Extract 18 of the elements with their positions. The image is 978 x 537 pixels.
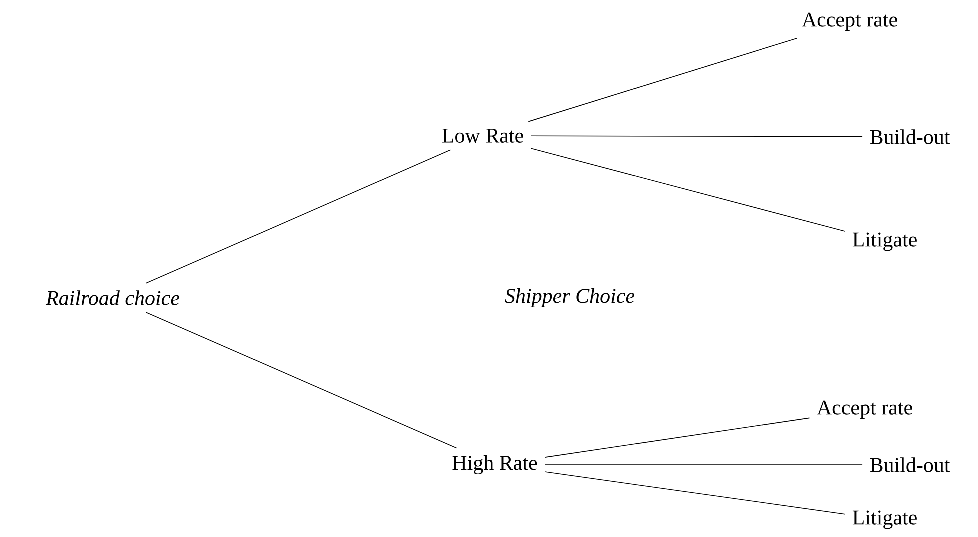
node-label: Build-out <box>870 130 950 144</box>
node-label: Build-out <box>870 458 950 472</box>
branch-line <box>146 312 458 449</box>
node-label: Railroad choice <box>46 290 180 306</box>
branch-line <box>544 472 846 515</box>
branch-line <box>528 38 798 122</box>
branch-line <box>530 148 846 232</box>
node-label: Litigate <box>852 510 917 530</box>
branch-line <box>146 150 452 284</box>
branch-line <box>544 464 863 466</box>
node-label: Accept rate <box>802 12 898 32</box>
node-label: Accept rate <box>817 400 912 420</box>
branch-line <box>530 136 863 138</box>
node-label: High Rate <box>452 455 538 475</box>
branch-line <box>544 418 810 458</box>
node-label: Low Rate <box>442 129 524 143</box>
node-label: Litigate <box>852 232 917 252</box>
stage-label: Shipper Choice <box>505 288 635 308</box>
